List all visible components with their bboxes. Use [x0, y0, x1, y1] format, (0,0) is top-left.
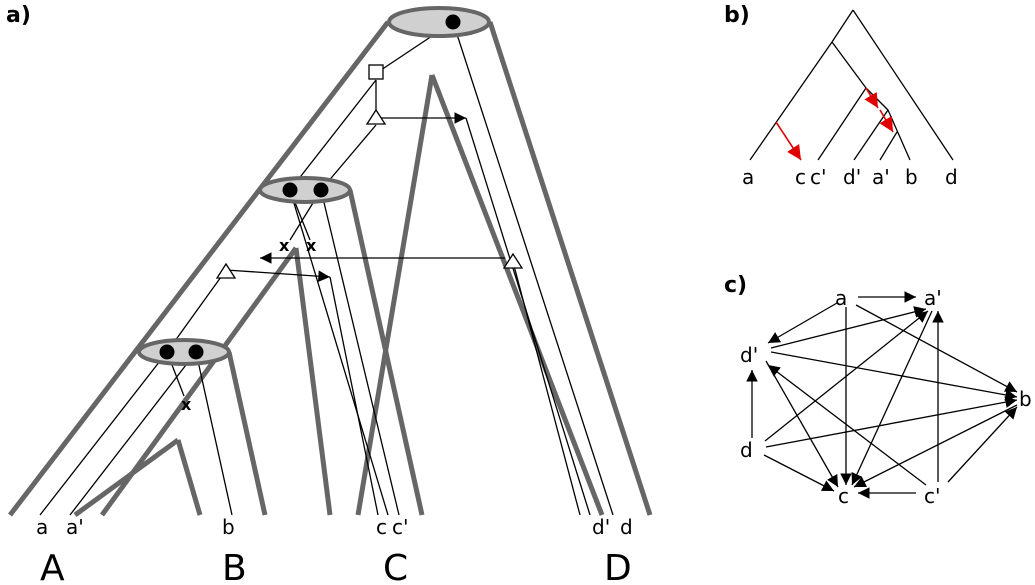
gene-leaf-label: a' — [66, 515, 84, 539]
graph-node-label: a' — [924, 286, 942, 310]
tree-leaf-label: c' — [810, 165, 827, 189]
gene-leaf-label: a — [36, 515, 48, 539]
gene-leaf-label: d — [620, 515, 633, 539]
panel-b-tree: b) a c c' d' a' b d — [724, 3, 958, 189]
loss-mark: x — [181, 395, 192, 414]
speciation-node — [188, 344, 204, 360]
speciation-node — [159, 344, 175, 360]
tube-b-outer — [226, 351, 268, 516]
transfer-arrow — [775, 121, 802, 161]
panel-a-diagram: a) — [6, 3, 653, 585]
transfer-arrow — [864, 87, 879, 109]
tree-leaf-label: b — [905, 165, 918, 189]
gene-tree-lines — [39, 21, 614, 516]
graph-node-label: a — [835, 286, 847, 310]
speciation-events — [137, 6, 491, 366]
loss-mark: x — [306, 236, 317, 255]
speciation-node — [313, 182, 329, 198]
panel-a-label: a) — [6, 3, 31, 28]
species-label: B — [222, 548, 247, 585]
speciation-node — [445, 14, 461, 30]
tree-leaf-label: a — [742, 165, 754, 189]
transfer-triangle-icon — [502, 252, 524, 269]
duplication-square-icon — [368, 64, 384, 80]
graph-node-label: c — [838, 484, 849, 508]
species-label: C — [383, 548, 408, 585]
gene-leaf-label: b — [222, 515, 235, 539]
gene-leaf-label: d' — [592, 515, 610, 539]
tree-leaf-label: c — [795, 165, 806, 189]
species-tree-tubes — [8, 20, 653, 518]
species-label: D — [604, 548, 632, 585]
species-label: A — [40, 548, 65, 585]
graph-node-label: d' — [740, 343, 758, 367]
gene-leaf-label: c' — [392, 515, 409, 539]
panel-c-label: c) — [724, 273, 747, 298]
loss-mark: x — [279, 236, 290, 255]
tree-leaf-label: d' — [843, 165, 861, 189]
tube-c-outer — [347, 189, 425, 516]
tube-a-inner — [73, 437, 180, 518]
tube-d-inner — [429, 74, 605, 516]
transfer-triangle-icon — [215, 262, 237, 279]
tube-b-inner — [175, 439, 203, 516]
speciation-node — [282, 182, 298, 198]
graph-node-label: c' — [924, 484, 941, 508]
panel-b-label: b) — [724, 3, 750, 28]
tree-leaf-label: d — [945, 165, 958, 189]
tree-leaf-label: a' — [872, 165, 890, 189]
gene-leaf-label: c — [376, 515, 387, 539]
tube-right-outer — [487, 21, 653, 516]
graph-edges — [746, 291, 1018, 499]
graph-node-label: d — [740, 438, 753, 462]
panel-c-graph: c) a a' d' b d — [724, 273, 1032, 508]
tube-cd-inner — [355, 74, 435, 516]
speciation-root — [387, 6, 491, 38]
speciation-cd — [258, 176, 352, 204]
graph-node-label: b — [1019, 387, 1032, 411]
transfer-triangle-icon — [365, 108, 387, 125]
speciation-ab — [137, 338, 231, 366]
tube-left-outer — [8, 20, 390, 517]
transfer-arrow — [879, 109, 894, 133]
tube-c-inner — [293, 247, 333, 516]
